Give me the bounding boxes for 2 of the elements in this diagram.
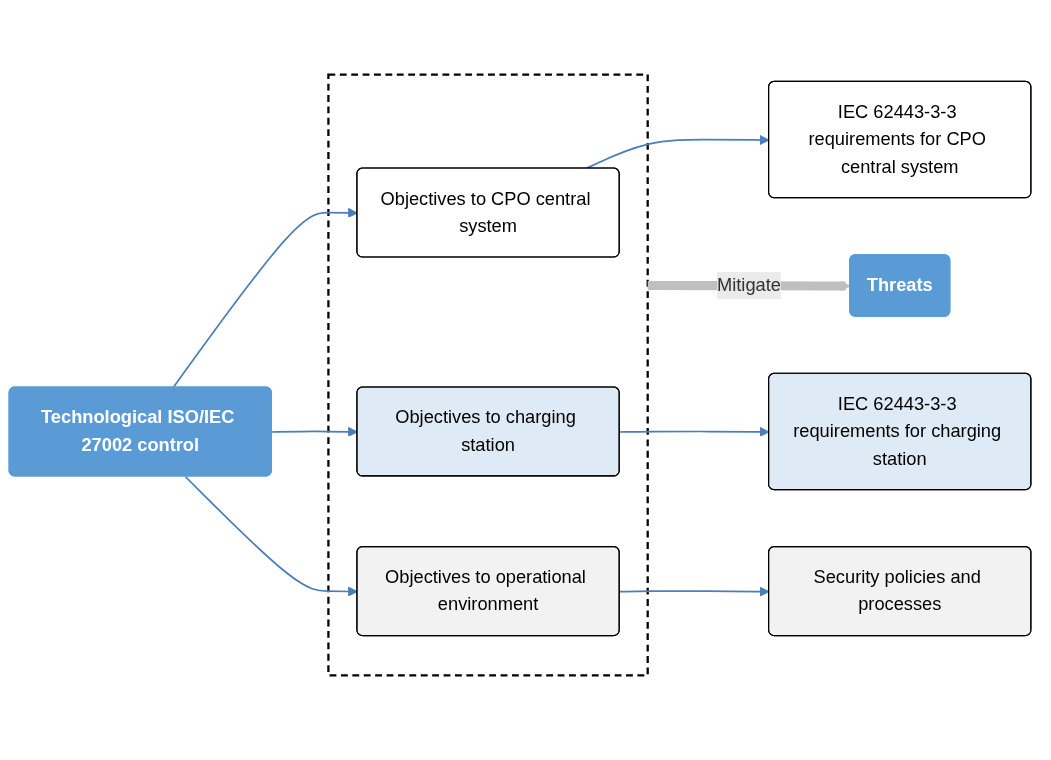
cluster xyxy=(327,73,649,677)
edge-label: Mitigate xyxy=(717,275,781,295)
